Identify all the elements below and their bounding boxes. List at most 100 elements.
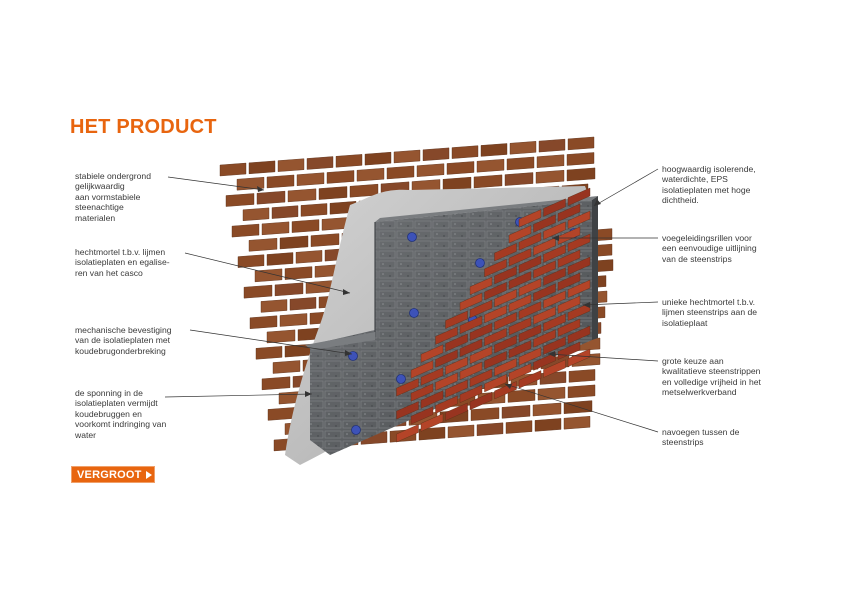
brick [279, 313, 308, 327]
brick-slip [567, 325, 591, 344]
brick [356, 167, 385, 182]
brick [538, 138, 566, 153]
brick-slip [484, 258, 507, 278]
brick [261, 376, 291, 391]
brick [534, 418, 562, 432]
brick [364, 151, 392, 166]
anchor-bolt-icon [407, 232, 417, 242]
brick [326, 170, 355, 184]
brick [284, 266, 313, 280]
brick-slip [445, 402, 468, 421]
brick [393, 149, 421, 164]
brick [563, 416, 591, 430]
brick-slip [494, 335, 517, 354]
brick [291, 219, 320, 233]
brick [243, 284, 273, 299]
brick [567, 136, 595, 151]
brick [260, 299, 288, 313]
brick-slip [533, 352, 556, 371]
brick [306, 156, 334, 170]
brick-slip [567, 256, 591, 275]
label-stable-substrate: stabiele ondergrond gelijkwaardig aan vo… [75, 171, 151, 223]
brick-slip [420, 413, 444, 432]
brick [261, 221, 290, 236]
brick [418, 426, 446, 441]
brick-slip [508, 225, 532, 244]
brick [532, 402, 562, 417]
brick-slip [508, 248, 532, 267]
brick-slip [469, 322, 493, 342]
brick [266, 174, 295, 189]
brick [447, 424, 475, 439]
brick-slip [484, 304, 507, 324]
brick-slip [469, 368, 493, 388]
brick-slip [518, 278, 542, 297]
brick-slip [508, 340, 532, 359]
brick [504, 172, 534, 186]
brick [480, 143, 508, 157]
enlarge-button[interactable]: VERGROOT [71, 466, 155, 483]
brick-slip [533, 306, 556, 325]
brick-slip [396, 378, 419, 397]
brick-slip [518, 324, 542, 343]
brick-slip [518, 370, 542, 389]
brick-slip [494, 312, 517, 331]
brick-slip [518, 255, 542, 274]
brick [310, 233, 340, 247]
brick-slip [396, 401, 419, 420]
brick-slip [459, 292, 483, 312]
leader-lines [164, 168, 659, 433]
brick-slip [543, 221, 566, 240]
brick [296, 172, 325, 186]
brick [272, 360, 301, 374]
brick [536, 154, 565, 168]
brick-slip [469, 299, 493, 319]
brick-slip [435, 395, 458, 414]
brick [535, 169, 565, 184]
brick-slip [494, 266, 517, 285]
brick-slip [484, 350, 507, 370]
brick [476, 158, 505, 173]
brick [537, 386, 566, 401]
brick [422, 147, 450, 161]
brick [266, 252, 294, 266]
label-mechanical-fixing: mechanische bevestiging van de isolatiep… [75, 325, 172, 356]
brick-slip [445, 379, 468, 398]
brick-slip [469, 391, 493, 411]
brick-slip [435, 349, 458, 368]
brick [505, 420, 533, 434]
brick [567, 384, 596, 399]
label-pointing: navoegen tussen de steenstrips [662, 427, 740, 448]
leader-arrowheads [257, 186, 601, 397]
brick-slip [543, 267, 566, 286]
brick [470, 407, 500, 421]
play-triangle-icon [145, 470, 152, 479]
brick [568, 369, 596, 383]
brick-slip [459, 338, 483, 358]
brick [442, 176, 472, 191]
brick [248, 238, 278, 252]
brick-slip [459, 361, 483, 381]
brick-slip [508, 363, 532, 382]
brick [501, 405, 531, 419]
brick-slip [543, 359, 566, 378]
brick-slip [518, 209, 542, 228]
brick-slip [567, 302, 591, 321]
brick-slip [533, 260, 556, 279]
eps-insulation-boards [305, 196, 598, 455]
brick-slip [543, 290, 566, 309]
brick [287, 188, 317, 203]
brick-slip [518, 232, 542, 251]
enlarge-button-label: VERGROOT [77, 468, 142, 481]
label-slip-adhesive: unieke hechtmortel t.b.v. lijmen steenst… [662, 297, 758, 328]
brick-slip [469, 345, 493, 365]
brick-slip [445, 356, 468, 375]
brick-slip [543, 313, 566, 332]
brick [219, 162, 247, 177]
brick-slip [445, 333, 468, 352]
brick-slip [543, 336, 566, 355]
brick [266, 329, 296, 344]
brick-slip [557, 295, 581, 314]
brick-slip [420, 390, 444, 409]
